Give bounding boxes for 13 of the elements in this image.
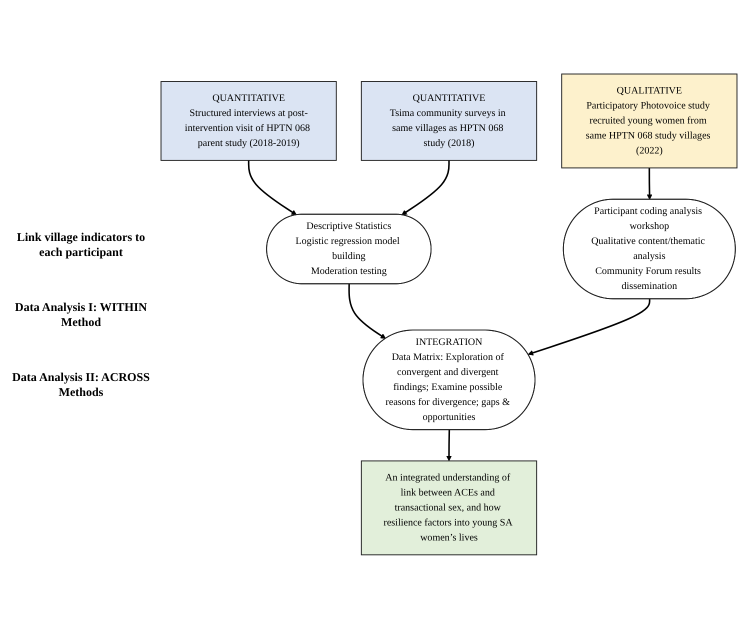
arrow: [646, 168, 652, 200]
arrow: [248, 160, 297, 216]
arrow: [446, 430, 452, 462]
annotation-label: Data Analysis I: WITHIN Method: [14, 300, 148, 330]
node-box: QUANTITATIVE Structured interviews at post-intervention visit of HPTN 068 parent study (2018-2019): [160, 81, 337, 161]
annotation-label: Data Analysis II: ACROSS Methods: [11, 370, 151, 400]
node-box: QUALITATIVE Participatory Photovoice study recruited young women from same HPTN 068 study villages (2022): [561, 74, 738, 168]
arrow: [402, 160, 450, 216]
node-box: QUANTITATIVE Tsima community surveys in same villages as HPTN 068 study (2018): [360, 81, 538, 161]
arrow: [528, 299, 650, 356]
arrow: [348, 284, 386, 339]
node-box: An integrated understanding of link between ACEs and transactional sex, and how resilience factors into young SA women’s lives: [360, 460, 538, 556]
annotation-label: Link village indicators to each participant: [16, 230, 146, 260]
